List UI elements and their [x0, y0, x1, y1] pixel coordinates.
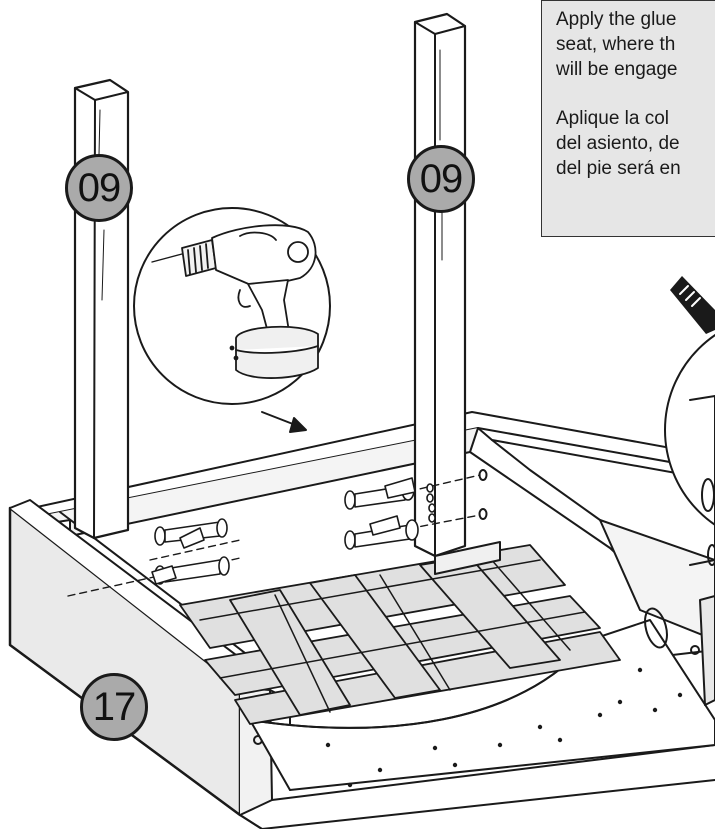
instruction-line: Aplique la col — [556, 108, 670, 129]
instruction-line: del asiento, de — [556, 133, 680, 154]
part-badge-17: 17 — [80, 673, 148, 741]
instruction-panel: Apply the glue seat, where th will be en… — [541, 0, 715, 237]
bolt-icon — [344, 477, 436, 550]
guide-holes — [478, 469, 488, 520]
drill-icon — [151, 224, 319, 379]
instruction-line: seat, where th — [556, 34, 676, 55]
arrow-icon — [261, 411, 307, 433]
part-badge-09-right: 09 — [407, 145, 475, 213]
instruction-spanish: Aplique la col del asiento, de del pie s… — [556, 106, 715, 181]
glue-nozzle-icon — [670, 276, 715, 334]
instruction-line: del pie será en — [556, 158, 681, 179]
right-side-rail — [599, 519, 715, 706]
instruction-english: Apply the glue seat, where th will be en… — [556, 7, 715, 82]
instruction-line: Apply the glue — [556, 9, 677, 30]
instruction-line: will be engage — [556, 59, 678, 80]
bolt-icon — [151, 518, 230, 585]
strap-grid — [199, 557, 586, 713]
glue-callout — [664, 333, 715, 566]
leg-09-left — [73, 78, 130, 540]
part-badge-09-left: 09 — [65, 154, 133, 222]
